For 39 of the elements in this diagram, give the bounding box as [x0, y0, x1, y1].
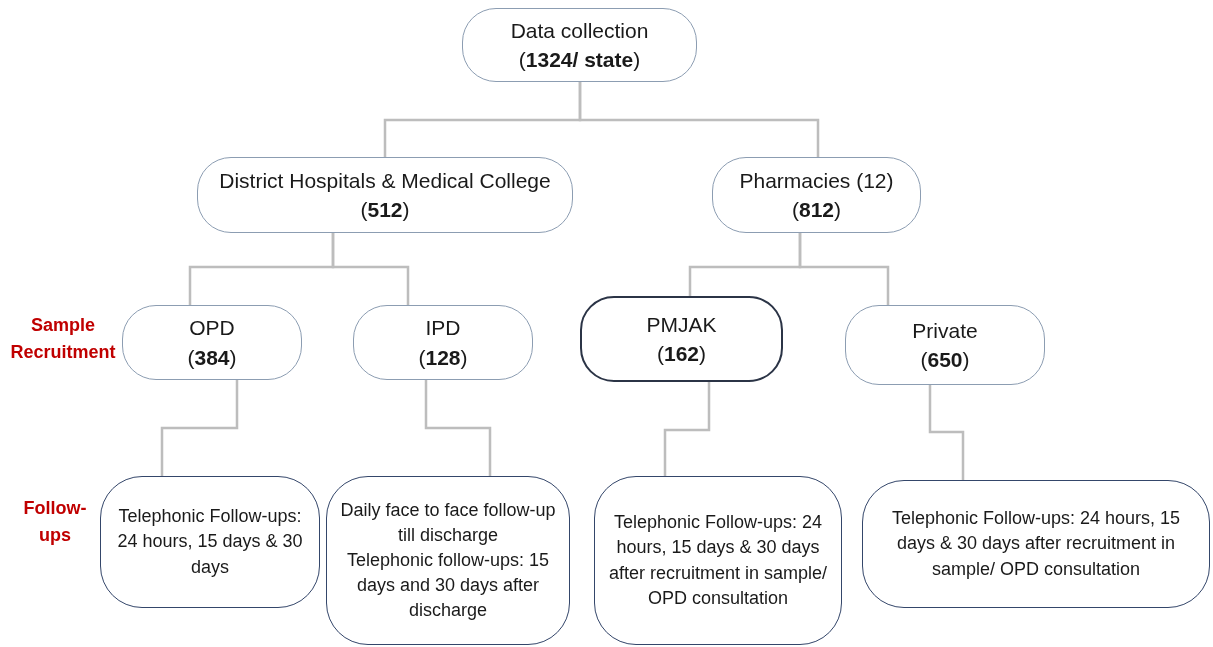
connector-line [928, 385, 965, 480]
node-text: (128) [418, 344, 468, 371]
connector-line [331, 233, 410, 305]
node-text: (384) [187, 344, 237, 371]
connector-line [663, 382, 711, 476]
node-text: (650) [920, 347, 970, 373]
connector-line [578, 82, 820, 157]
follow-up-box [862, 480, 1210, 608]
category-box [580, 296, 783, 382]
node-text: Telephonic Follow-ups: 24 hours, 15 days & 30 days [116, 505, 304, 579]
node-text: Data collection [510, 17, 649, 44]
connector-line [798, 233, 890, 305]
node-text: (162) [656, 341, 706, 367]
category-box [462, 8, 697, 82]
row-label: Follow-ups [22, 497, 88, 547]
row-label: Sample Recruitment [9, 314, 117, 364]
node-text: (512) [360, 197, 410, 223]
node-text: District Hospitals & Medical College [219, 167, 551, 194]
node-text: Telephonic follow-ups: 15 days and 30 days after discharge [345, 548, 551, 623]
follow-up-box [100, 476, 320, 608]
node-text: Private [912, 317, 978, 344]
node-text: PMJAK [646, 311, 717, 338]
follow-up-box [326, 476, 570, 645]
category-box [353, 305, 533, 380]
node-text: Telephonic Follow-ups: 24 hours, 15 days & 30 days after recruitment in sample/ OPD consultation [607, 511, 829, 610]
follow-up-box [594, 476, 842, 645]
category-box [845, 305, 1045, 385]
node-text: Daily face to face follow-up till discharge [339, 498, 557, 547]
node-text: IPD [425, 315, 461, 342]
category-box [122, 305, 302, 380]
connector-line [424, 380, 492, 476]
category-box [197, 157, 573, 233]
node-text: Pharmacies (12) [739, 167, 894, 194]
node-text: (812) [791, 197, 841, 223]
node-text: (1324/ state) [518, 47, 641, 73]
category-box [712, 157, 921, 233]
node-text: Telephonic Follow-ups: 24 hours, 15 days & 30 days after recruitment in sample/ OPD consultation [890, 507, 1182, 581]
node-text: OPD [189, 315, 235, 342]
connector-line [160, 380, 239, 476]
